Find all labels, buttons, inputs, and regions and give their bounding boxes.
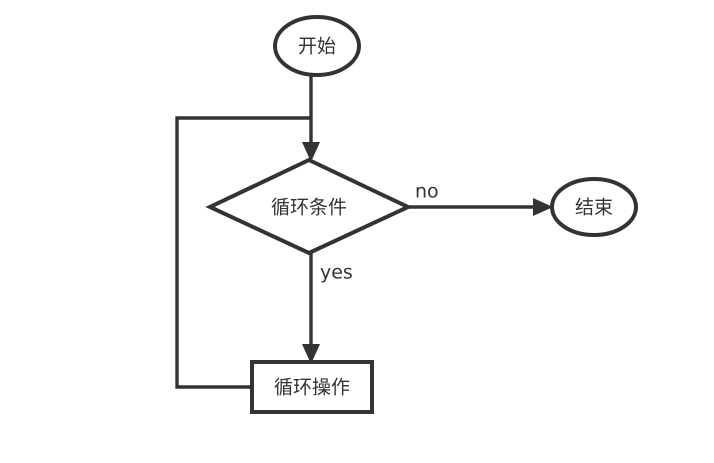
edge-label-yes: yes — [320, 262, 353, 284]
node-start[interactable]: 开始 — [273, 15, 361, 77]
node-operation-rect[interactable] — [250, 360, 374, 414]
edge-condition-to-end — [408, 198, 553, 216]
node-condition[interactable]: 循环条件 — [205, 157, 413, 256]
node-start-ellipse[interactable] — [273, 15, 361, 77]
arrowhead-down-icon — [302, 344, 320, 364]
node-operation[interactable]: 循环操作 — [250, 360, 374, 414]
node-start-label: 开始 — [298, 36, 336, 58]
node-operation-label: 循环操作 — [274, 377, 350, 399]
edge-start-to-condition — [302, 75, 320, 162]
arrowhead-right-icon — [533, 198, 553, 216]
edge-label-no: no — [415, 181, 439, 203]
edge-operation-to-condition — [175, 116, 311, 389]
node-condition-label: 循环条件 — [271, 197, 347, 219]
edge-condition-to-operation — [302, 252, 320, 364]
edge-operation-to-condition-line — [175, 116, 311, 389]
node-end-label: 结束 — [575, 197, 613, 219]
arrowhead-down-icon — [302, 142, 320, 162]
node-end-ellipse[interactable] — [550, 177, 638, 237]
node-end[interactable]: 结束 — [550, 177, 638, 237]
node-condition-diamond[interactable] — [205, 157, 413, 256]
